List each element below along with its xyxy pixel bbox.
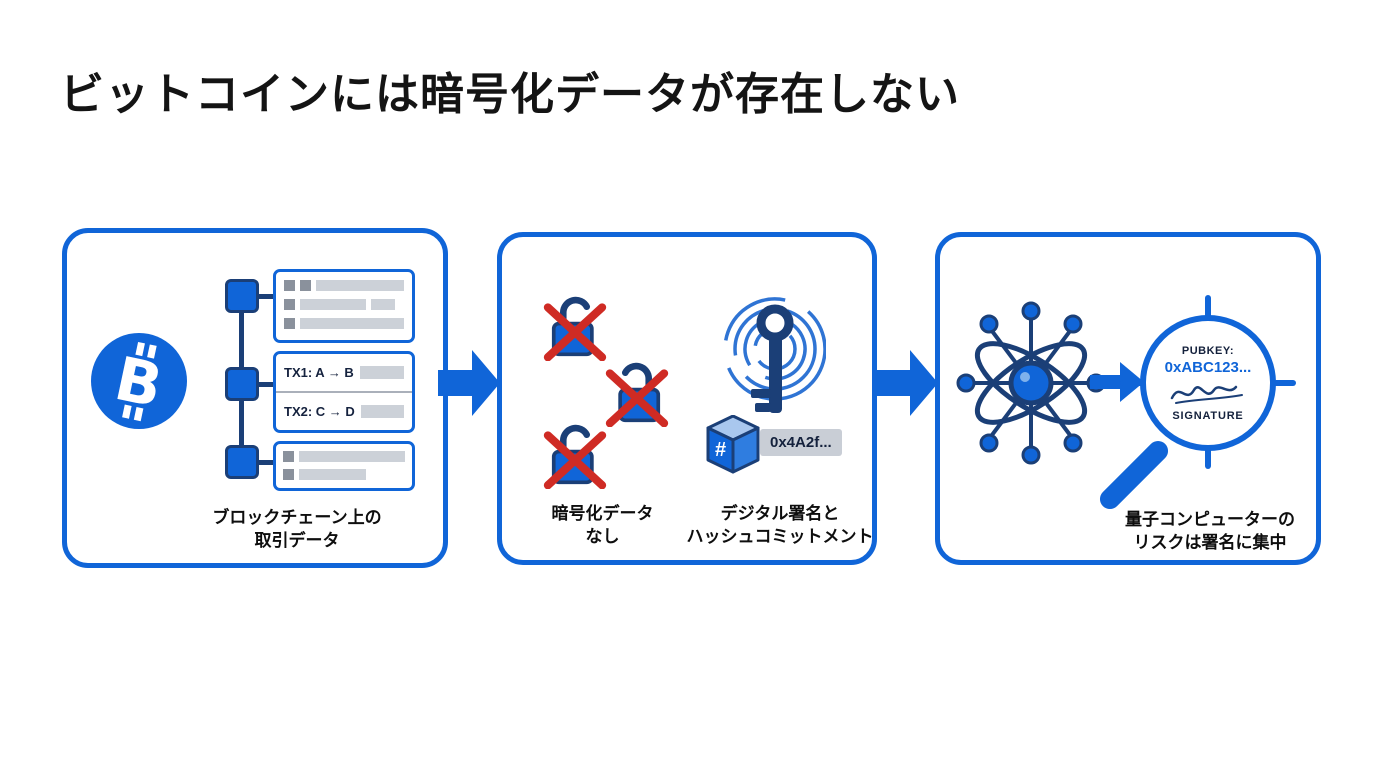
crosshair-tick: [1120, 380, 1148, 386]
placeholder-bar: [300, 318, 404, 329]
transaction-list-box: TX1: A → B TX2: C → D: [273, 351, 415, 433]
quantum-computer-icon: [956, 301, 1106, 465]
hash-symbol: #: [715, 439, 727, 461]
lock-crossed-icon: [605, 362, 669, 427]
block-node: [225, 445, 259, 479]
fingerprint-key-icon: [724, 297, 826, 413]
placeholder-bar: [360, 405, 404, 418]
magnifier-handle: [1095, 436, 1173, 514]
placeholder-square: [284, 318, 295, 329]
placeholder-square: [283, 469, 294, 480]
transaction-row: TX1: A → B: [276, 354, 412, 393]
hash-cube-icon: #: [706, 414, 760, 475]
transaction-text: TX1: A → B: [284, 365, 354, 380]
crosshair-tick: [1205, 441, 1211, 469]
bitcoin-b-glyph: B: [109, 341, 168, 422]
flow-arrow-icon: [1090, 362, 1144, 402]
block-node: [225, 279, 259, 313]
placeholder-bar: [371, 299, 395, 310]
cube-shape: [706, 414, 760, 474]
flow-arrow-icon: [876, 350, 938, 416]
ledger-box-top: [273, 269, 415, 343]
panel-quantum-risk: PUBKEY: 0xABC123... SIGNATURE 量子コンピューターの…: [935, 232, 1321, 565]
signature-squiggle: [1170, 385, 1243, 404]
lock-crossed-icon: [543, 424, 607, 489]
panel-no-encryption: # 0x4A2f... 暗号化データ なし デジタル署名と ハッシュコミットメン…: [497, 232, 877, 565]
page-title: ビットコインには暗号化データが存在しない: [60, 70, 960, 119]
panel-blockchain-data: B: [62, 228, 448, 568]
placeholder-bar: [299, 451, 405, 462]
placeholder-square: [284, 299, 295, 310]
placeholder-bar: [299, 469, 367, 480]
crosshair-tick: [1268, 380, 1296, 386]
block-node: [225, 367, 259, 401]
placeholder-row: [284, 318, 404, 329]
transaction-row: TX2: C → D: [276, 393, 412, 430]
hash-value-label: 0x4A2f...: [760, 429, 842, 456]
placeholder-bar: [359, 366, 404, 379]
flow-arrow-icon: [438, 350, 500, 416]
block-connector: [257, 460, 275, 465]
placeholder-row: [283, 469, 405, 480]
placeholder-row: [283, 451, 405, 462]
placeholder-square: [283, 451, 294, 462]
placeholder-square: [284, 280, 295, 291]
caption-blockchain: ブロックチェーン上の 取引データ: [212, 508, 382, 550]
pubkey-value: 0xABC123...: [1164, 358, 1252, 376]
ledger-box-bottom: [273, 441, 415, 491]
signature-label: SIGNATURE: [1172, 409, 1244, 422]
caption-no-encryption: 暗号化データ なし: [551, 504, 654, 546]
placeholder-row: [284, 280, 404, 291]
magnifier-target-icon: PUBKEY: 0xABC123... SIGNATURE: [1140, 315, 1276, 451]
bitcoin-icon: B: [91, 333, 187, 429]
block-connector: [257, 294, 275, 299]
placeholder-row: [284, 299, 404, 310]
placeholder-bar: [300, 299, 366, 310]
transaction-text: TX2: C → D: [284, 404, 355, 419]
lock-crossed-icon: [543, 296, 607, 361]
crosshair-tick: [1205, 295, 1211, 323]
pubkey-label: PUBKEY:: [1181, 344, 1235, 357]
block-connector: [257, 382, 275, 387]
caption-signature-hash: デジタル署名と ハッシュコミットメント: [686, 504, 874, 546]
placeholder-square: [300, 280, 311, 291]
placeholder-bar: [316, 280, 404, 291]
caption-quantum-risk: 量子コンピューターの リスクは署名に集中: [1125, 510, 1295, 552]
